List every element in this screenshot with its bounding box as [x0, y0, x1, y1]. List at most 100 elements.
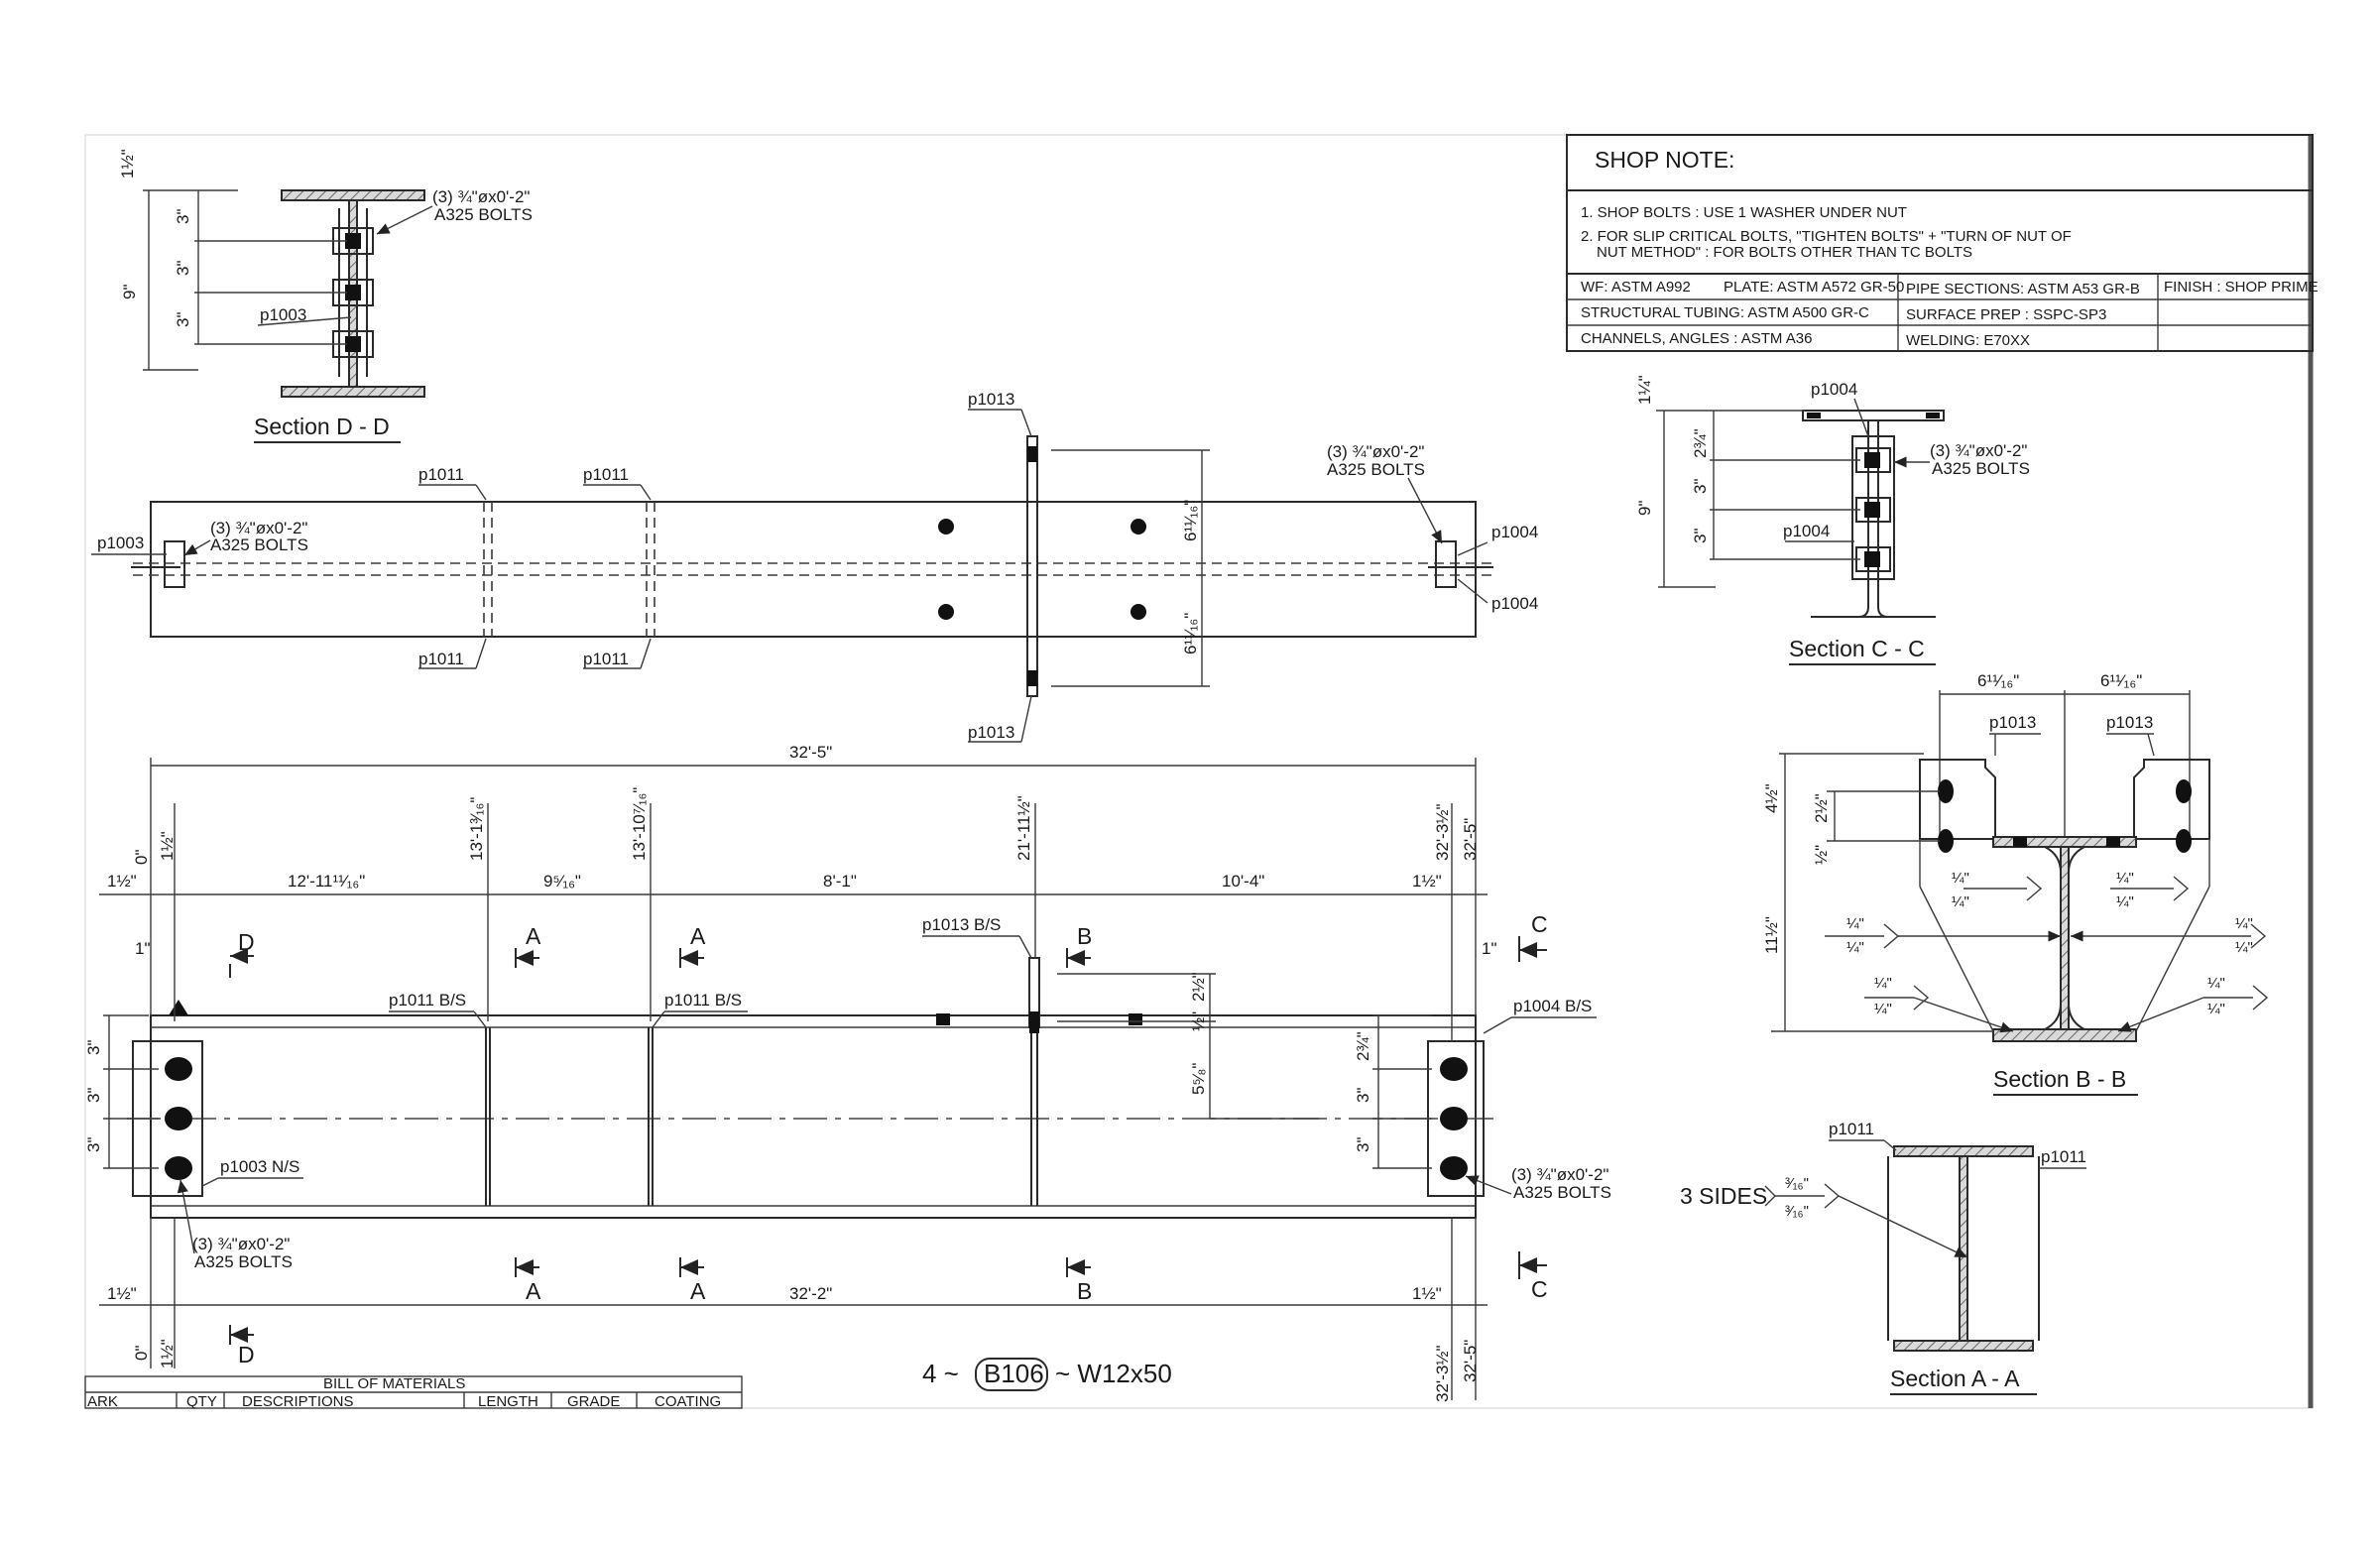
section-c-c: 1¼" 2¾" 3" 3" 9" p1004 p1004 (3) ¾"øx0'-… — [1635, 375, 2030, 665]
cut-c-bot: C — [1531, 1276, 1548, 1302]
plan-bolt-qty-left: (3) ¾"øx0'-2" — [210, 519, 307, 537]
member-mark: B106 — [984, 1359, 1044, 1388]
plan-mark-p1004-b: p1004 — [1491, 594, 1538, 613]
cut-b-top: B — [1077, 923, 1092, 949]
spec-surface: SURFACE PREP : SSPC-SP3 — [1906, 306, 2106, 323]
bb-weld-q12: ¼" — [2207, 1001, 2225, 1017]
cut-d-bot: D — [238, 1342, 255, 1367]
bb-dim-11half: 11½" — [1762, 916, 1781, 954]
bom-title: BILL OF MATERIALS — [323, 1375, 465, 1392]
elev-dim-1half-top: 1½" — [158, 831, 177, 861]
shop-note-box: SHOP NOTE: 1. SHOP BOLTS : USE 1 WASHER … — [1566, 134, 2319, 352]
section-b-b: 6¹¹⁄₁₆" 6¹¹⁄₁₆" 4½" 2½" ½" 11½" p1013 p1… — [1762, 671, 2269, 1096]
cut-a-bot-1: A — [526, 1278, 541, 1304]
elev-dim-1half-bot: 1½" — [158, 1339, 177, 1368]
elev-mark-p1011bs-a: p1011 B/S — [389, 991, 466, 1010]
plan-bolt-grade-right: A325 BOLTS — [1327, 460, 1425, 479]
bb-weld-q8: ¼" — [2235, 939, 2253, 956]
plan-bolt-grade-left: A325 BOLTS — [210, 535, 308, 554]
aa-mark-p1011-a: p1011 — [1829, 1120, 1874, 1138]
bom-col-length: LENGTH — [478, 1393, 538, 1410]
bb-weld-q2: ¼" — [1952, 893, 1969, 910]
bb-weld-q5: ¼" — [1846, 915, 1864, 932]
elev-dim-overall-bot: 32'-2" — [789, 1284, 832, 1303]
aa-weld-3-16-a: ³⁄₁₆" — [1785, 1175, 1809, 1192]
elev-dim-3-r1: 3" — [1354, 1088, 1372, 1104]
spec-finish: FINISH : SHOP PRIME — [2164, 279, 2319, 296]
plan-dim-6-11-16-b: 6¹¹⁄₁₆" — [1181, 613, 1200, 654]
plan-mark-p1013-top: p1013 — [968, 390, 1014, 409]
elev-bolt-qty-left: (3) ¾"øx0'-2" — [192, 1235, 290, 1253]
elev-dim-2three: 2¾" — [1354, 1031, 1372, 1061]
elev-mark-p1004bs: p1004 B/S — [1513, 997, 1592, 1015]
elev-mark-p1011bs-b: p1011 B/S — [664, 991, 742, 1010]
dd-dim-3c: 3" — [174, 312, 192, 328]
cut-a-top-2: A — [690, 923, 706, 949]
dd-dim-3b: 3" — [174, 261, 192, 277]
elev-dim-32-3-bot: 32'-3½" — [1433, 1346, 1452, 1402]
dd-dim-3a: 3" — [174, 209, 192, 225]
shop-note-2b: NUT METHOD" : FOR BOLTS OTHER THAN TC BO… — [1597, 244, 1972, 261]
bb-dim-2half: 2½" — [1812, 793, 1831, 823]
spec-tubing: STRUCTURAL TUBING: ASTM A500 GR-C — [1581, 304, 1869, 321]
weld-symbols-bb: ¼" ¼" ¼" ¼" ¼" ¼" ¼" ¼" ¼" ¼" ¼" ¼" — [1825, 870, 2269, 1033]
section-d-d: 1½" 3" 3" 3" 9" (3) ¾"øx0'-2" A325 BOLTS… — [118, 149, 533, 443]
spec-plate: PLATE: ASTM A572 GR-50 — [1724, 279, 1904, 296]
bom-col-qty: QTY — [186, 1393, 217, 1410]
sheet-border — [84, 134, 2314, 1409]
spec-channels: CHANNELS, ANGLES : ASTM A36 — [1581, 330, 1812, 347]
plan-mark-p1011-d: p1011 — [583, 650, 629, 668]
bb-weld-q3: ¼" — [2116, 870, 2134, 887]
elev-dim-21-11: 21'-11½" — [1014, 795, 1033, 861]
cc-dim-3a: 3" — [1691, 479, 1710, 495]
bolt-holes-plan — [938, 519, 1146, 620]
elev-dim-10-4: 10'-4" — [1222, 872, 1264, 891]
dd-bolt-qty: (3) ¾"øx0'-2" — [432, 187, 530, 206]
elev-dim-2half: 2½" — [1189, 972, 1208, 1002]
elev-dim-32-5-bot: 32'-5" — [1461, 1340, 1480, 1382]
bolt-group-left-elev — [165, 1057, 192, 1180]
elev-dim-3-l2: 3" — [84, 1088, 103, 1104]
section-dd-title: Section D - D — [254, 414, 390, 439]
bom-col-desc: DESCRIPTIONS — [242, 1393, 354, 1410]
bb-weld-q10: ¼" — [1874, 1001, 1892, 1017]
elev-dim-1-left: 1" — [135, 939, 151, 958]
dd-dim-1half: 1½" — [118, 149, 137, 178]
bb-weld-q4: ¼" — [2116, 893, 2134, 910]
bb-weld-q11: ¼" — [2207, 975, 2225, 992]
elev-dim-1half-botright: 1½" — [1412, 1284, 1442, 1303]
elev-dim-0-top: 0" — [132, 850, 151, 866]
elev-dim-1half-left: 1½" — [107, 872, 137, 891]
bom-col-coating: COATING — [654, 1393, 721, 1410]
bb-weld-q6: ¼" — [1846, 939, 1864, 956]
shop-note-1: 1. SHOP BOLTS : USE 1 WASHER UNDER NUT — [1581, 204, 1907, 221]
cc-mark-p1004: p1004 — [1783, 522, 1830, 540]
elevation-view: 32'-5" 1½" 12'-11¹¹⁄₁₆" 9⁵⁄₁₆" 8'-1" 10'… — [84, 743, 1611, 1402]
elev-bolt-grade-right: A325 BOLTS — [1513, 1183, 1611, 1202]
elev-mark-p1003ns: p1003 N/S — [220, 1157, 299, 1176]
section-aa-title: Section A - A — [1890, 1366, 2020, 1391]
cc-dim-1quarter: 1¼" — [1635, 375, 1654, 405]
bom-col-grade: GRADE — [567, 1393, 620, 1410]
bb-weld-q9: ¼" — [1874, 975, 1892, 992]
dd-bolt-grade: A325 BOLTS — [434, 205, 533, 224]
elev-dim-9-5-16: 9⁵⁄₁₆" — [543, 872, 581, 891]
elev-dim-12-11: 12'-11¹¹⁄₁₆" — [288, 872, 365, 891]
top-plan-view: p1003 (3) ¾"øx0'-2" A325 BOLTS p1011 p10… — [91, 390, 1538, 743]
plan-mark-p1011-b: p1011 — [583, 465, 629, 484]
elev-dim-0-bot: 0" — [132, 1346, 151, 1362]
spec-welding: WELDING: E70XX — [1906, 332, 2030, 349]
elev-dim-1half-right: 1½" — [1412, 872, 1442, 891]
elev-dim-3-l3: 3" — [84, 1137, 103, 1153]
elev-dim-1half-botleft: 1½" — [107, 1284, 137, 1303]
plan-mark-p1011-a: p1011 — [418, 465, 464, 484]
elev-dim-32-3-top: 32'-3½" — [1433, 804, 1452, 861]
spec-pipe: PIPE SECTIONS: ASTM A53 GR-B — [1906, 281, 2140, 297]
member-mark-badge — [975, 1358, 1048, 1391]
plan-dim-6-11-16-a: 6¹¹⁄₁₆" — [1181, 500, 1200, 541]
elev-mark-p1013bs: p1013 B/S — [922, 915, 1001, 934]
bb-dim-half: ½" — [1812, 845, 1831, 865]
shop-note-title: SHOP NOTE: — [1595, 147, 1734, 173]
cc-bolt-grade: A325 BOLTS — [1932, 459, 2030, 478]
